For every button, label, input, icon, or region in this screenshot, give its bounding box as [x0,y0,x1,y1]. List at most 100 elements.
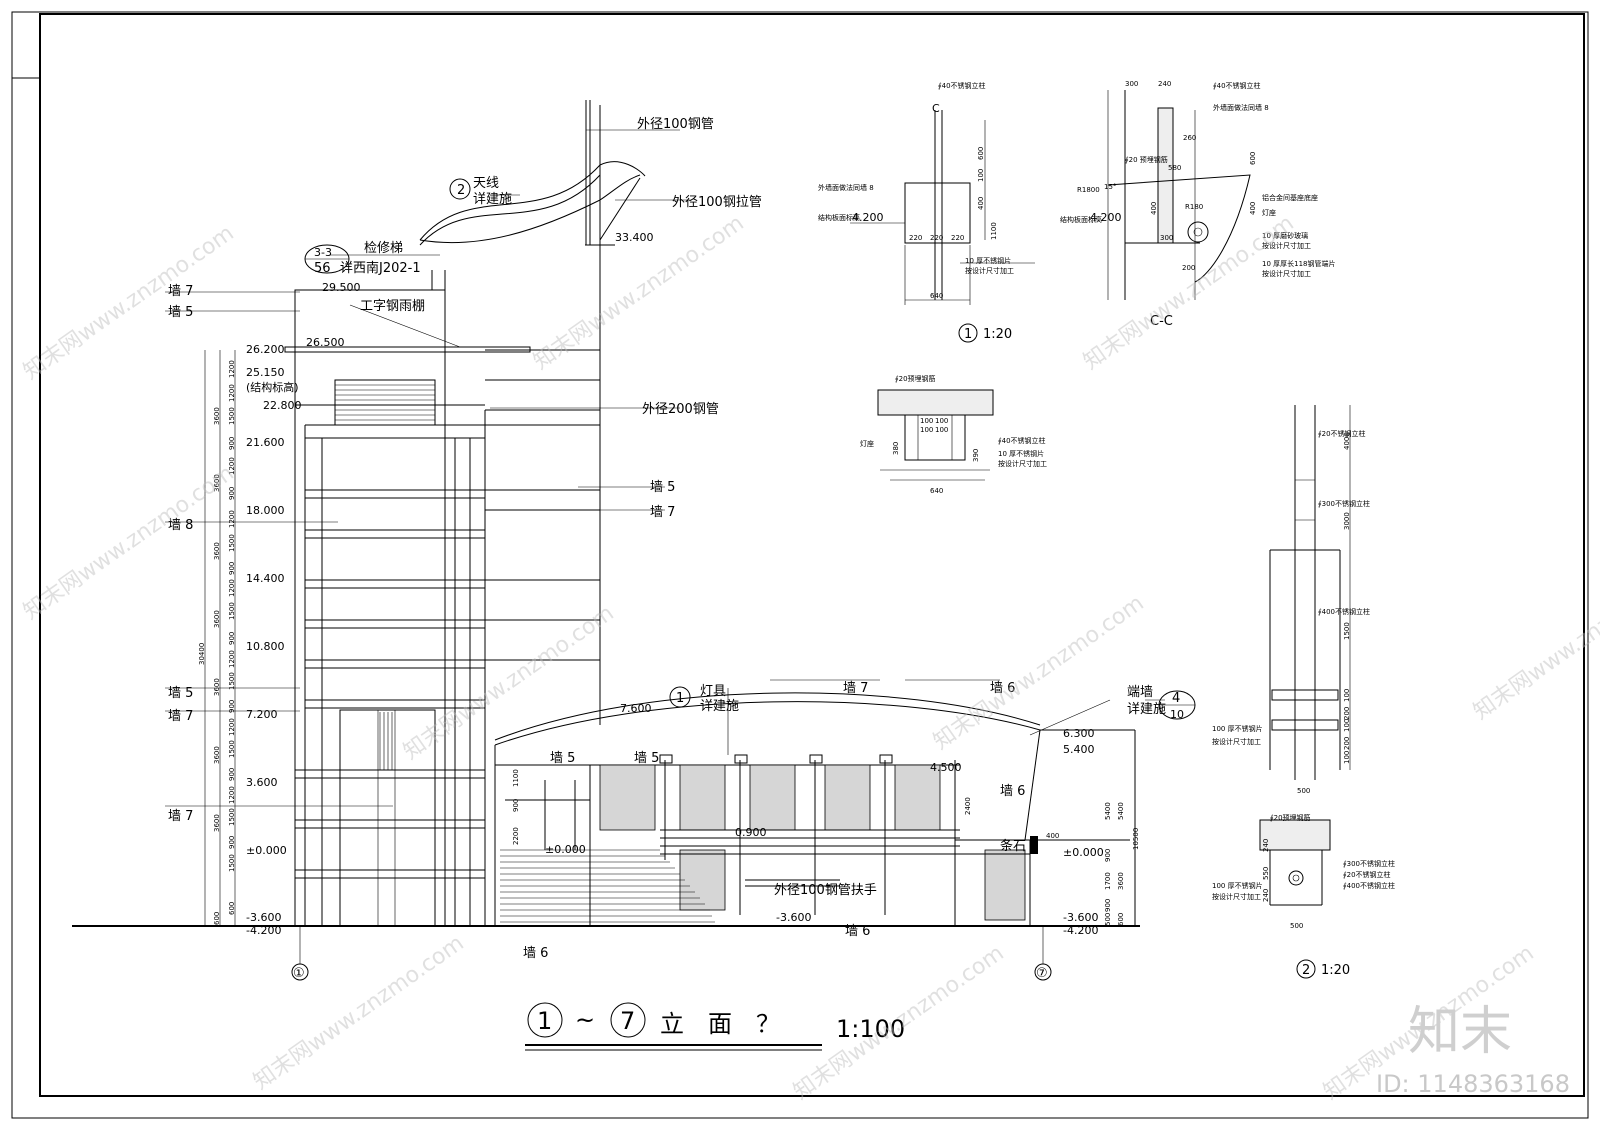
label-canopy: 工字钢雨棚 [360,299,425,314]
wall-label-7b: 墙 7 [168,709,193,724]
svg-text:1500: 1500 [228,602,236,620]
cc-note-fab2: 按设计尺寸加工 [1262,269,1311,278]
wall-label-6b1: 墙 6 [845,924,870,939]
svg-text:知末网www.znzmo.com: 知末网www.znzmo.com [789,941,1009,1105]
d2-dim-3000: 3000 [1343,512,1351,530]
svg-text:900: 900 [228,632,236,645]
label-lamp: 灯具 [700,684,726,699]
low-building [494,692,1136,926]
cc-dim-580: 580 [1168,164,1181,172]
lamp-ref-num: 1 [676,691,684,706]
cc-note-post: ∮40不锈钢立柱 [1213,81,1261,90]
title-tilde: ~ [575,1006,595,1034]
d2-note-11: 按设计尺寸加工 [1212,892,1261,901]
cc-note-rebar: ∮20 预埋钢筋 [1125,155,1168,164]
d1-dim-220a: 220 [909,234,922,242]
svg-text:10500: 10500 [1132,828,1140,850]
cc-dim-240: 240 [1158,80,1171,88]
cc-note-glass: 10 厚磨砂玻璃 [1262,231,1308,240]
d2-dim-4000: 4000 [1343,432,1351,450]
svg-text:900: 900 [1104,899,1112,912]
d2-dim-500b: 500 [1290,922,1303,930]
d1-dim-400: 400 [977,197,985,210]
mid-dim-100d: 100 [935,426,948,434]
svg-text:600: 600 [228,902,236,915]
d1-label-num: 1 [964,327,972,342]
wall-label-8: 墙 8 [168,518,193,533]
cc-note-fab1: 按设计尺寸加工 [1262,241,1311,250]
d1-section-mark: C [932,102,940,115]
svg-text:3600: 3600 [213,407,221,425]
elev-m4200-right: -4.200 [1063,924,1098,937]
svg-text:900: 900 [228,700,236,713]
svg-text:900: 900 [228,487,236,500]
stairs [500,780,715,923]
title-text: 立 面 ？ [660,1010,780,1038]
svg-text:3600: 3600 [213,746,221,764]
elev-33400: 33.400 [615,231,654,244]
svg-text:1700: 1700 [1104,872,1112,890]
mid-dim-100b: 100 [935,417,948,425]
elev-18000: 18.000 [246,504,285,517]
cc-dim-600: 600 [1249,152,1257,165]
wall-label-5a: 墙 5 [168,305,193,320]
brand-watermark: 知末 [1408,1002,1512,1062]
elev-4500: 4.500 [930,761,962,774]
d1-dim-640: 640 [930,292,943,300]
d2-scale: 1:20 [1321,963,1350,978]
elev-m3600-left: -3.600 [246,911,281,924]
svg-text:900: 900 [228,836,236,849]
svg-text:1200: 1200 [228,457,236,475]
mid-dimension-values: 1100 900 2200 2400 5400 5400 10500 900 3… [512,769,1140,926]
elev-26500: 26.500 [306,336,345,349]
label-pipe100-top: 外径100钢管 [637,117,714,132]
antenna-structure [419,100,646,246]
svg-text:400: 400 [1046,832,1059,840]
d1-dim-1100: 1100 [990,222,998,240]
svg-text:1200: 1200 [228,510,236,528]
d1-dim-220c: 220 [951,234,964,242]
d1-dim-100: 100 [977,169,985,182]
wall-label-6r: 墙 6 [1000,784,1025,799]
svg-text:1500: 1500 [228,534,236,552]
wall-label-6b2: 墙 6 [523,946,548,961]
wall-label-7a: 墙 7 [168,284,193,299]
elev-7200: 7.200 [246,708,278,721]
svg-text:1200: 1200 [228,579,236,597]
elev-25150: 25.150 [246,366,285,379]
svg-text:900: 900 [228,437,236,450]
d2-dim-240b: 240 [1262,889,1270,902]
cc-r180: R180 [1185,203,1203,211]
d2-note-2: ∮300不锈钢立柱 [1318,499,1370,508]
cc-dim-300: 300 [1125,80,1138,88]
svg-text:3600: 3600 [213,542,221,560]
label-handrail: 外径100钢管扶手 [774,883,877,898]
svg-text:30400: 30400 [198,643,206,665]
tower [284,270,531,927]
cc-r1800: R1800 [1077,186,1100,194]
d2-note-5: 按设计尺寸加工 [1212,737,1261,746]
elev-m3600-mid: -3.600 [776,911,811,924]
svg-text:1500: 1500 [228,808,236,826]
d2-note-10: 100 厚不锈钢片 [1212,881,1263,890]
detail1-callout [958,323,978,343]
svg-text:600: 600 [213,912,221,925]
d1-note-post: ∮40不锈钢立柱 [938,81,986,90]
svg-text:1200: 1200 [228,650,236,668]
elev-22800: 22.800 [263,399,302,412]
d1-dim-600: 600 [977,147,985,160]
d2-dim-550: 550 [1262,867,1270,880]
cc-dim-400b: 400 [1150,202,1158,215]
label-see-arch-1: 详建施 [473,192,512,207]
wall-label-7r: 墙 7 [650,505,675,520]
mid-note-lamp: 灯座 [860,439,874,448]
d1-scale: 1:20 [983,327,1012,342]
wall-label-5r: 墙 5 [650,480,675,495]
elev-struct-note: (结构标高) [246,380,299,394]
svg-text:1100: 1100 [512,769,520,787]
drawing-frame [39,13,1585,1097]
drawing-title [525,1002,822,1051]
elev-0000-mid: ±0.000 [545,843,586,856]
d1-dim-220b: 220 [930,234,943,242]
d1-note-fab: 按设计尺寸加工 [965,266,1014,275]
